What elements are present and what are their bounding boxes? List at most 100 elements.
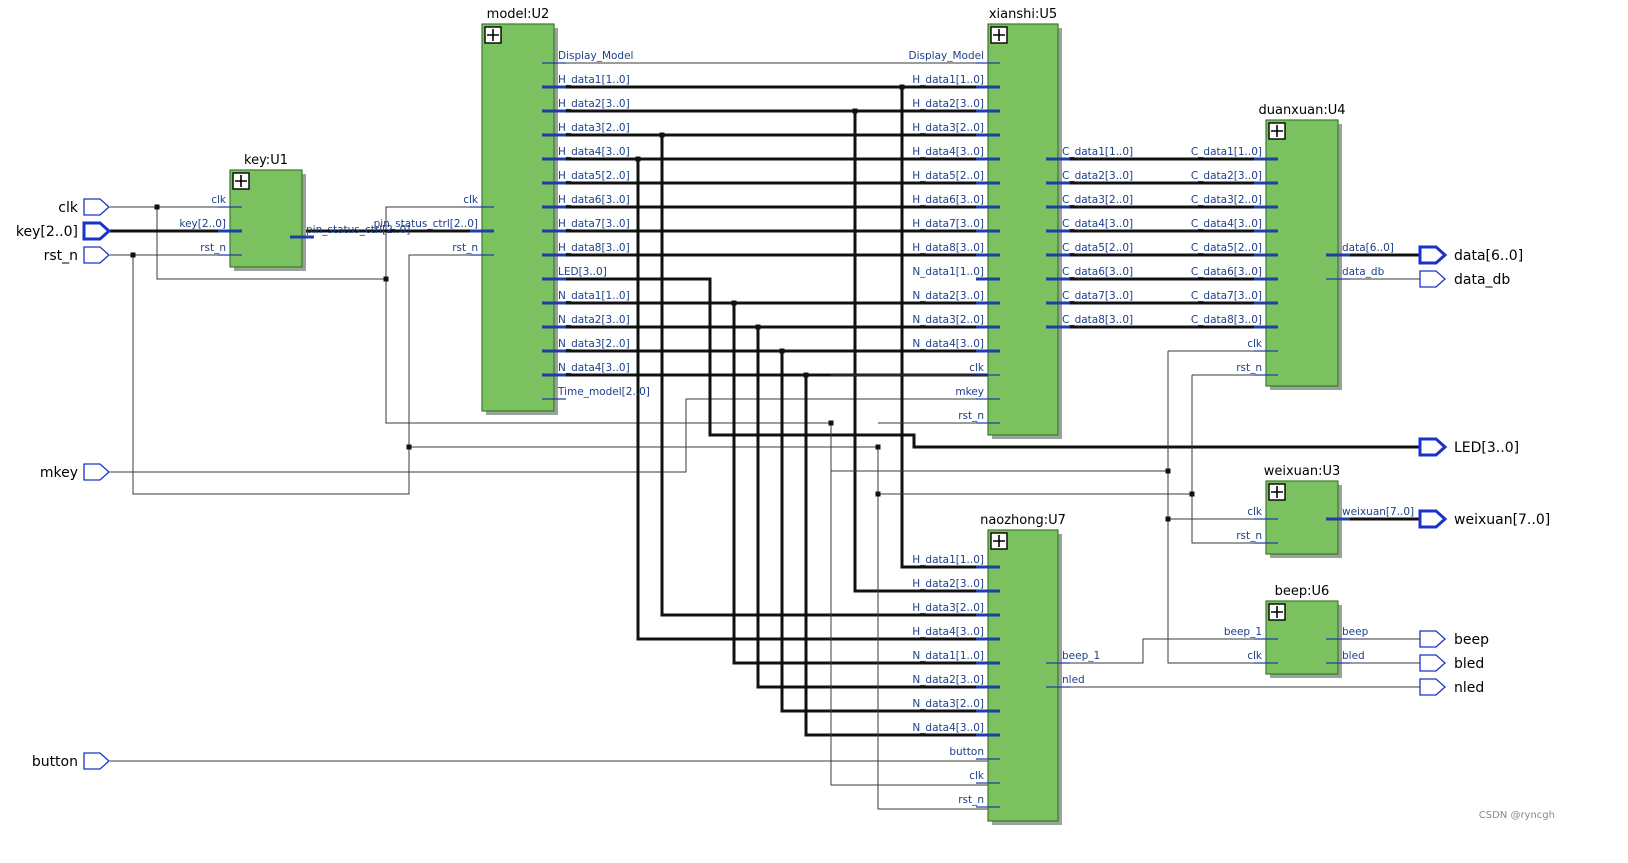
port-label: N_data2[3..0]	[912, 290, 984, 302]
input-port-icon[interactable]	[83, 246, 110, 264]
port-label: nled	[1062, 674, 1085, 686]
port-label: C_data7[3..0]	[1062, 290, 1133, 302]
wire-junction	[130, 252, 136, 258]
output-port-icon[interactable]	[1418, 437, 1448, 457]
port-label: rst_n	[1236, 530, 1262, 542]
output-port-icon[interactable]	[1418, 245, 1448, 265]
expand-icon[interactable]	[990, 532, 1008, 550]
wire-junction	[875, 491, 881, 497]
port-label: H_data1[1..0]	[912, 554, 984, 566]
port-label: clk	[1247, 650, 1263, 662]
block-u4[interactable]: duanxuan:U4C_data1[1..0]C_data2[3..0]C_d…	[1191, 103, 1394, 390]
port-label: C_data1[1..0]	[1191, 146, 1262, 158]
block-body[interactable]	[481, 23, 555, 412]
port-label: C_data2[3..0]	[1062, 170, 1133, 182]
port-label: N_data1[1..0]	[912, 266, 984, 278]
port-label: Display_Model	[909, 50, 984, 62]
port-label: H_data7[3..0]	[912, 218, 984, 230]
output-port-icon[interactable]	[1419, 654, 1446, 672]
wire-junction	[154, 204, 160, 210]
expand-icon[interactable]	[990, 26, 1008, 44]
port-label: C_data6[3..0]	[1191, 266, 1262, 278]
port-label: Time_model[2..0]	[557, 386, 650, 398]
block-title: key:U1	[244, 153, 288, 168]
output-port-icon[interactable]	[1419, 630, 1446, 648]
port-label: N_data3[2..0]	[558, 338, 630, 350]
port-label: H_data2[3..0]	[912, 578, 984, 590]
port-label: N_data4[3..0]	[912, 722, 984, 734]
input-port-icon[interactable]	[83, 752, 110, 770]
input-port-icon[interactable]	[82, 221, 112, 241]
output-port-label: data_db	[1454, 272, 1510, 288]
port-label: H_data5[2..0]	[912, 170, 984, 182]
port-label: N_data1[1..0]	[912, 650, 984, 662]
expand-icon[interactable]	[1268, 603, 1286, 621]
wire	[756, 327, 988, 689]
port-label: N_data4[3..0]	[558, 362, 630, 374]
port-label: rst_n	[958, 794, 984, 806]
port-label: H_data1[1..0]	[912, 74, 984, 86]
wire-junction	[1165, 516, 1171, 522]
wire-junction	[755, 324, 761, 330]
output-port-icon[interactable]	[1419, 678, 1446, 696]
output-port-label: nled	[1454, 680, 1484, 696]
port-label: rst_n	[958, 410, 984, 422]
input-port-icon[interactable]	[83, 463, 110, 481]
port-label: H_data2[3..0]	[912, 98, 984, 110]
block-u5[interactable]: xianshi:U5Display_ModelH_data1[1..0]H_da…	[909, 7, 1134, 439]
wire-junction	[875, 444, 881, 450]
port-label: H_data1[1..0]	[558, 74, 630, 86]
block-u2[interactable]: model:U2clkpin_status_ctrl[2..0]rst_nDis…	[374, 7, 650, 415]
input-port-icon[interactable]	[83, 198, 110, 216]
wire	[853, 111, 988, 593]
input-port-label: rst_n	[44, 248, 78, 264]
expand-icon[interactable]	[1268, 122, 1286, 140]
port-label: clk	[1247, 338, 1263, 350]
port-label: C_data2[3..0]	[1191, 170, 1262, 182]
port-label: H_data7[3..0]	[558, 218, 630, 230]
port-label: mkey	[955, 386, 984, 398]
block-body[interactable]	[987, 529, 1059, 822]
port-label: rst_n	[200, 242, 226, 254]
port-label: beep_1	[1062, 650, 1100, 662]
output-port-icon[interactable]	[1418, 509, 1448, 529]
port-label: H_data2[3..0]	[558, 98, 630, 110]
port-label: button	[949, 746, 984, 758]
expand-icon[interactable]	[1268, 483, 1286, 501]
wire-junction	[406, 444, 412, 450]
block-u1[interactable]: key:U1clkkey[2..0]rst_npin_status_ctrl[2…	[179, 153, 410, 271]
port-label: N_data3[2..0]	[912, 698, 984, 710]
port-label: LED[3..0]	[558, 266, 607, 278]
wires	[110, 62, 1420, 810]
wire-junction	[659, 132, 665, 138]
port-label: H_data3[2..0]	[558, 122, 630, 134]
output-port-icon[interactable]	[1419, 270, 1446, 288]
port-label: H_data4[3..0]	[912, 146, 984, 158]
wire	[804, 375, 988, 737]
port-label: C_data8[3..0]	[1191, 314, 1262, 326]
wire	[830, 423, 988, 786]
wire-junction	[803, 372, 809, 378]
wire	[732, 303, 988, 665]
input-port-label: mkey	[40, 465, 78, 481]
expand-icon[interactable]	[232, 172, 250, 190]
port-label: H_data4[3..0]	[558, 146, 630, 158]
wire	[110, 398, 988, 473]
port-label: H_data4[3..0]	[912, 626, 984, 638]
wire-junction	[1165, 468, 1171, 474]
block-body[interactable]	[1265, 119, 1339, 387]
port-label: N_data2[3..0]	[558, 314, 630, 326]
expand-icon[interactable]	[484, 26, 502, 44]
port-label: pin_status_ctrl[2..0]	[306, 224, 410, 236]
block-u7[interactable]: naozhong:U7H_data1[1..0]H_data2[3..0]H_d…	[912, 513, 1100, 825]
port-label: key[2..0]	[179, 218, 226, 230]
wire	[554, 277, 1420, 449]
port-label: bled	[1342, 650, 1365, 662]
port-label: C_data4[3..0]	[1062, 218, 1133, 230]
port-label: C_data3[2..0]	[1062, 194, 1133, 206]
input-port-label: clk	[58, 200, 79, 216]
wire	[780, 351, 988, 713]
